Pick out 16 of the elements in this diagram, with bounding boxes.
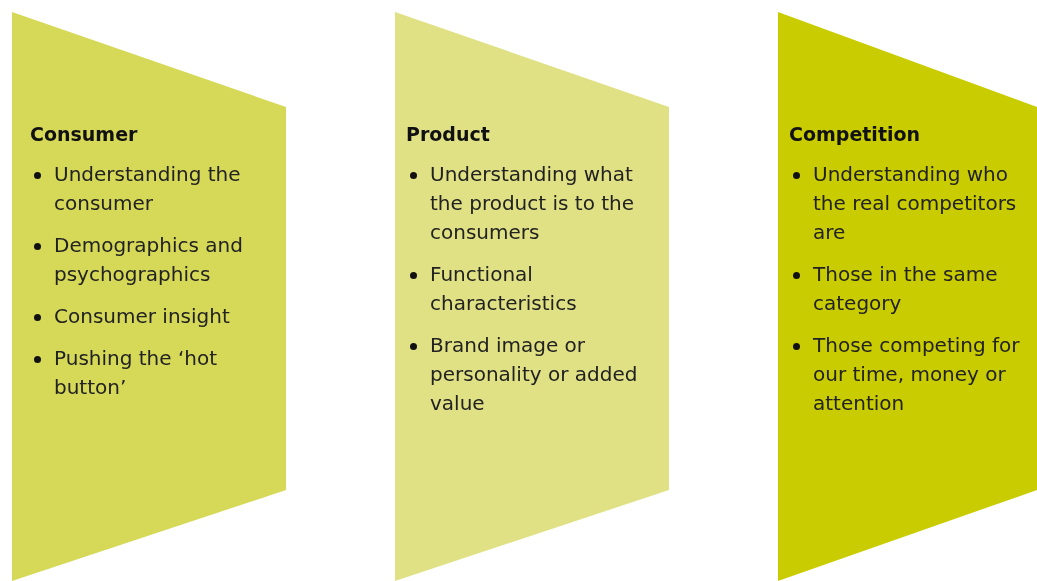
trapezoid-panel <box>395 12 669 581</box>
bullet-point: Brand image or personality or added value <box>406 331 651 418</box>
trapezoid-panel <box>12 12 286 581</box>
bullet-point: Functional characteristics <box>406 260 651 318</box>
panel-heading: Product <box>406 123 490 145</box>
bullet-point: Consumer insight <box>30 302 270 331</box>
trapezoid-panel <box>778 12 1037 581</box>
bullet-point: Pushing the ‘hot button’ <box>30 344 270 402</box>
panel-heading: Consumer <box>30 123 138 145</box>
bullet-point: Those in the same category <box>789 260 1037 318</box>
bullet-point: Understanding the consumer <box>30 160 270 218</box>
bullet-point: Those competing for our time, money or attention <box>789 331 1037 418</box>
bullet-point: Demographics and psychographics <box>30 231 270 289</box>
bullet-point: Understanding what the product is to the consumers <box>406 160 651 247</box>
bullet-point: Understanding who the real competitors are <box>789 160 1037 247</box>
panel-heading: Competition <box>789 123 921 145</box>
